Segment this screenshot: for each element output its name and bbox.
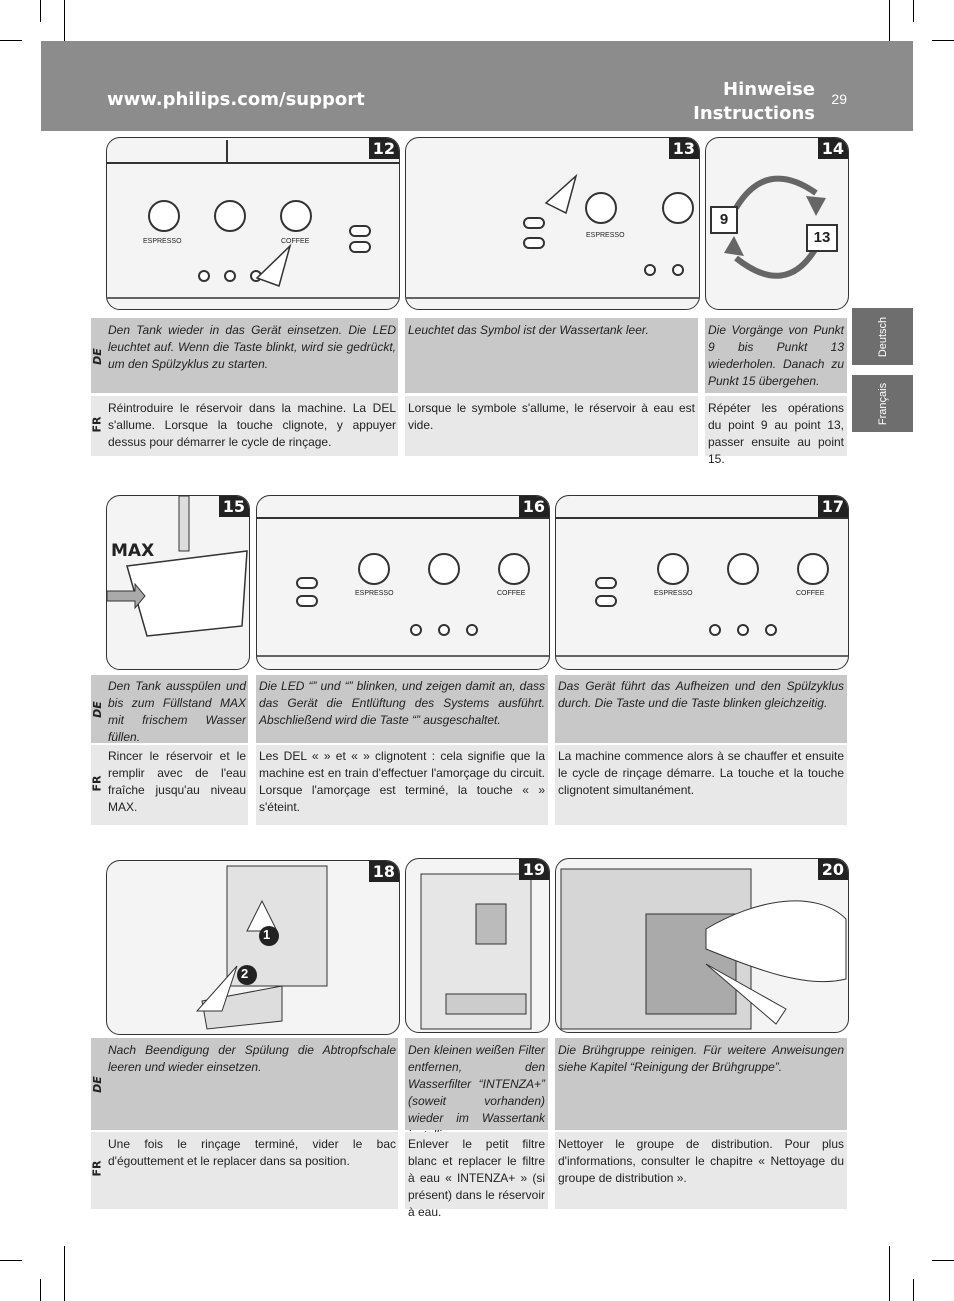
step-15-illustration: MAX 15 <box>106 495 250 670</box>
side-tab-francais[interactable]: Français <box>852 375 913 432</box>
crop-mark <box>932 40 954 41</box>
step-17-text-de: Das Gerät führt das Aufheizen und den Sp… <box>555 675 847 743</box>
cycle-start-box: 9 <box>710 206 738 234</box>
lang-label-de: DE <box>90 701 104 718</box>
step-17-illustration: ESPRESSO COFFEE 17 <box>555 495 849 670</box>
callout-2: 2 <box>241 966 249 981</box>
step-13-text-fr: Lorsque le symbole s'allume, le réservoi… <box>405 396 698 456</box>
espresso-label: ESPRESSO <box>143 238 182 245</box>
step-17-text-fr: La machine commence alors à se chauffer … <box>555 745 847 825</box>
brew-group-drawing <box>560 868 847 1030</box>
espresso-label: ESPRESSO <box>586 232 625 239</box>
step-13-text-de: Leuchtet das Symbol ist der Wassertank l… <box>405 318 698 393</box>
step-20-illustration: 20 <box>555 858 849 1033</box>
lang-label-fr: FR <box>90 1160 104 1177</box>
step-18-illustration: 1 2 18 <box>106 860 400 1035</box>
espresso-label: ESPRESSO <box>355 590 394 597</box>
crop-mark <box>889 1246 890 1301</box>
step-15-text-fr: FR Rincer le réservoir et le remplir ave… <box>90 745 248 825</box>
step-12-text-de: DE Den Tank wieder in das Gerät einsetze… <box>91 318 398 393</box>
control-panel-drawing <box>107 140 399 299</box>
lang-label-fr: FR <box>90 416 104 433</box>
step-number: 14 <box>817 138 848 159</box>
step-16-text-fr: Les DEL « » et « » clignotent : cela sig… <box>256 745 548 825</box>
step-number: 17 <box>817 496 848 517</box>
step-12-text-fr: FR Réintroduire le réservoir dans la mac… <box>90 396 398 456</box>
lang-label-fr: FR <box>90 775 104 792</box>
crop-mark <box>0 40 22 41</box>
page-number: 29 <box>831 91 847 107</box>
step-20-text-fr: Nettoyer le groupe de distribution. Pour… <box>555 1132 847 1209</box>
support-url[interactable]: www.philips.com/support <box>107 89 365 110</box>
step-14-text-fr: Répéter les opérations du point 9 au poi… <box>705 396 847 466</box>
machine-drawing <box>420 873 532 1030</box>
step-16-illustration: ESPRESSO COFFEE 16 <box>256 495 550 670</box>
step-13-illustration: ESPRESSO 13 <box>405 137 700 310</box>
step-number: 19 <box>518 859 549 880</box>
control-panel-drawing <box>556 517 848 657</box>
step-12-illustration: ESPRESSO COFFEE 12 <box>106 137 400 310</box>
step-14-illustration: 9 13 14 <box>705 137 849 310</box>
lang-label-de: DE <box>90 348 104 365</box>
step-19-illustration: 19 <box>405 858 550 1033</box>
step-number: 16 <box>518 496 549 517</box>
header-title-de: Hinweise <box>723 79 815 100</box>
step-14-text-de: Die Vorgänge von Punkt 9 bis Punkt 13 wi… <box>705 318 847 393</box>
step-20-text-de: Die Brühgruppe reinigen. Für weitere Anw… <box>555 1038 847 1130</box>
step-18-text-de: DE Nach Beendigung der Spülung die Abtro… <box>91 1038 398 1130</box>
crop-mark <box>64 1246 65 1301</box>
step-19-text-fr: Enlever le petit filtre blanc et replace… <box>405 1132 548 1219</box>
repeat-cycle-drawing <box>724 175 826 279</box>
lang-label-de: DE <box>90 1076 104 1093</box>
control-panel-drawing <box>257 517 549 657</box>
cycle-end-box: 13 <box>806 224 838 252</box>
step-19-text-de: Den kleinen weißen Filter entfernen, den… <box>405 1038 548 1142</box>
coffee-label: COFFEE <box>497 590 526 597</box>
control-panel-drawing <box>406 173 699 299</box>
crop-mark <box>889 0 890 55</box>
drip-tray-drawing <box>195 865 328 1030</box>
crop-mark <box>64 0 65 55</box>
crop-mark <box>913 1279 914 1301</box>
crop-mark <box>40 1279 41 1301</box>
step-number: 18 <box>368 861 399 882</box>
step-number: 20 <box>817 859 848 880</box>
step-number: 13 <box>668 138 699 159</box>
coffee-label: COFFEE <box>796 590 825 597</box>
header-title-en: Instructions <box>693 103 815 124</box>
page-header: www.philips.com/support Hinweise Instruc… <box>41 41 913 131</box>
callout-1: 1 <box>263 927 271 942</box>
crop-mark <box>932 1260 954 1261</box>
crop-mark <box>0 1260 22 1261</box>
step-18-text-fr: FR Une fois le rinçage terminé, vider le… <box>90 1132 398 1209</box>
max-label: MAX <box>111 541 155 561</box>
coffee-label: COFFEE <box>281 238 310 245</box>
step-number: 12 <box>368 138 399 159</box>
espresso-label: ESPRESSO <box>654 590 693 597</box>
step-15-text-de: DE Den Tank ausspülen und bis zum Füllst… <box>90 675 248 744</box>
crop-mark <box>913 0 914 22</box>
water-tank-drawing <box>107 496 248 637</box>
crop-mark <box>40 0 41 22</box>
side-tab-deutsch[interactable]: Deutsch <box>852 308 913 365</box>
step-number: 15 <box>218 496 249 517</box>
step-16-text-de: Die LED “” und “” blinken, und zeigen da… <box>256 675 548 743</box>
